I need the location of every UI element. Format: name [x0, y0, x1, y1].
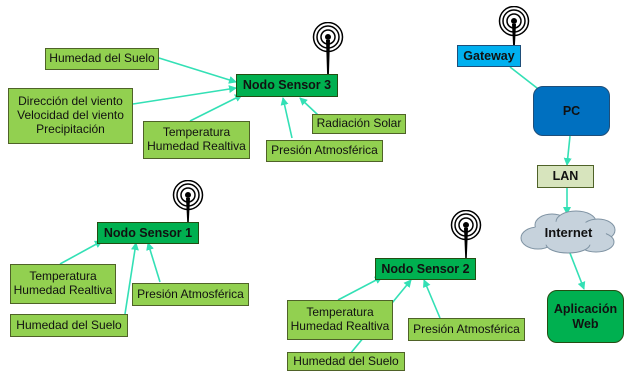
sensor-soil-moisture: Humedad del Suelo	[45, 48, 159, 70]
link-solar-node3	[299, 97, 319, 116]
sensor-temperature-humidity: Temperatura Humedad Realtiva	[287, 300, 393, 340]
sensor-node-2: Nodo Sensor 2	[375, 258, 476, 280]
sensor-soil-moisture: Humedad del Suelo	[287, 352, 405, 371]
sensor-atmospheric-pressure: Presión Atmosférica	[408, 318, 525, 341]
pc-box: PC	[533, 86, 610, 136]
link-temp-node1	[59, 240, 103, 265]
antenna-icon	[450, 210, 482, 258]
link-pc-lan	[563, 135, 572, 166]
link-wind-node3	[132, 85, 237, 105]
sensor-temperature-humidity: Temperatura Humedad Realtiva	[143, 121, 250, 159]
sensor-temperature-humidity: Temperatura Humedad Realtiva	[10, 264, 116, 304]
gateway-box: Gateway	[457, 45, 521, 67]
antenna-icon	[498, 6, 530, 48]
sensor-solar-radiation: Radiación Solar	[312, 114, 406, 134]
link-internet-app	[567, 247, 586, 290]
link-pressure-node1	[146, 242, 161, 283]
internet-cloud: Internet	[516, 210, 621, 254]
sensor-atmospheric-pressure: Presión Atmosférica	[132, 283, 249, 306]
link-temp-node3	[189, 94, 243, 122]
link-soil-node1	[124, 242, 139, 315]
internet-label: Internet	[544, 224, 593, 240]
lan-box: LAN	[537, 165, 594, 188]
antenna-icon	[172, 180, 204, 222]
link-soil-node3	[158, 57, 237, 84]
sensor-soil-moisture: Humedad del Suelo	[10, 314, 128, 337]
link-pressure-node3	[280, 97, 293, 139]
sensor-atmospheric-pressure: Presión Atmosférica	[266, 140, 383, 162]
cloud-icon	[520, 210, 616, 254]
link-temp-node2	[337, 276, 383, 301]
antenna-icon	[312, 22, 344, 78]
link-pressure-node2	[423, 279, 441, 319]
sensor-node-3: Nodo Sensor 3	[236, 74, 338, 97]
sensor-wind-precipitation: Dirección del viento Velocidad del vient…	[8, 88, 133, 144]
web-app-box: Aplicación Web	[547, 290, 624, 343]
sensor-node-1: Nodo Sensor 1	[97, 222, 199, 244]
